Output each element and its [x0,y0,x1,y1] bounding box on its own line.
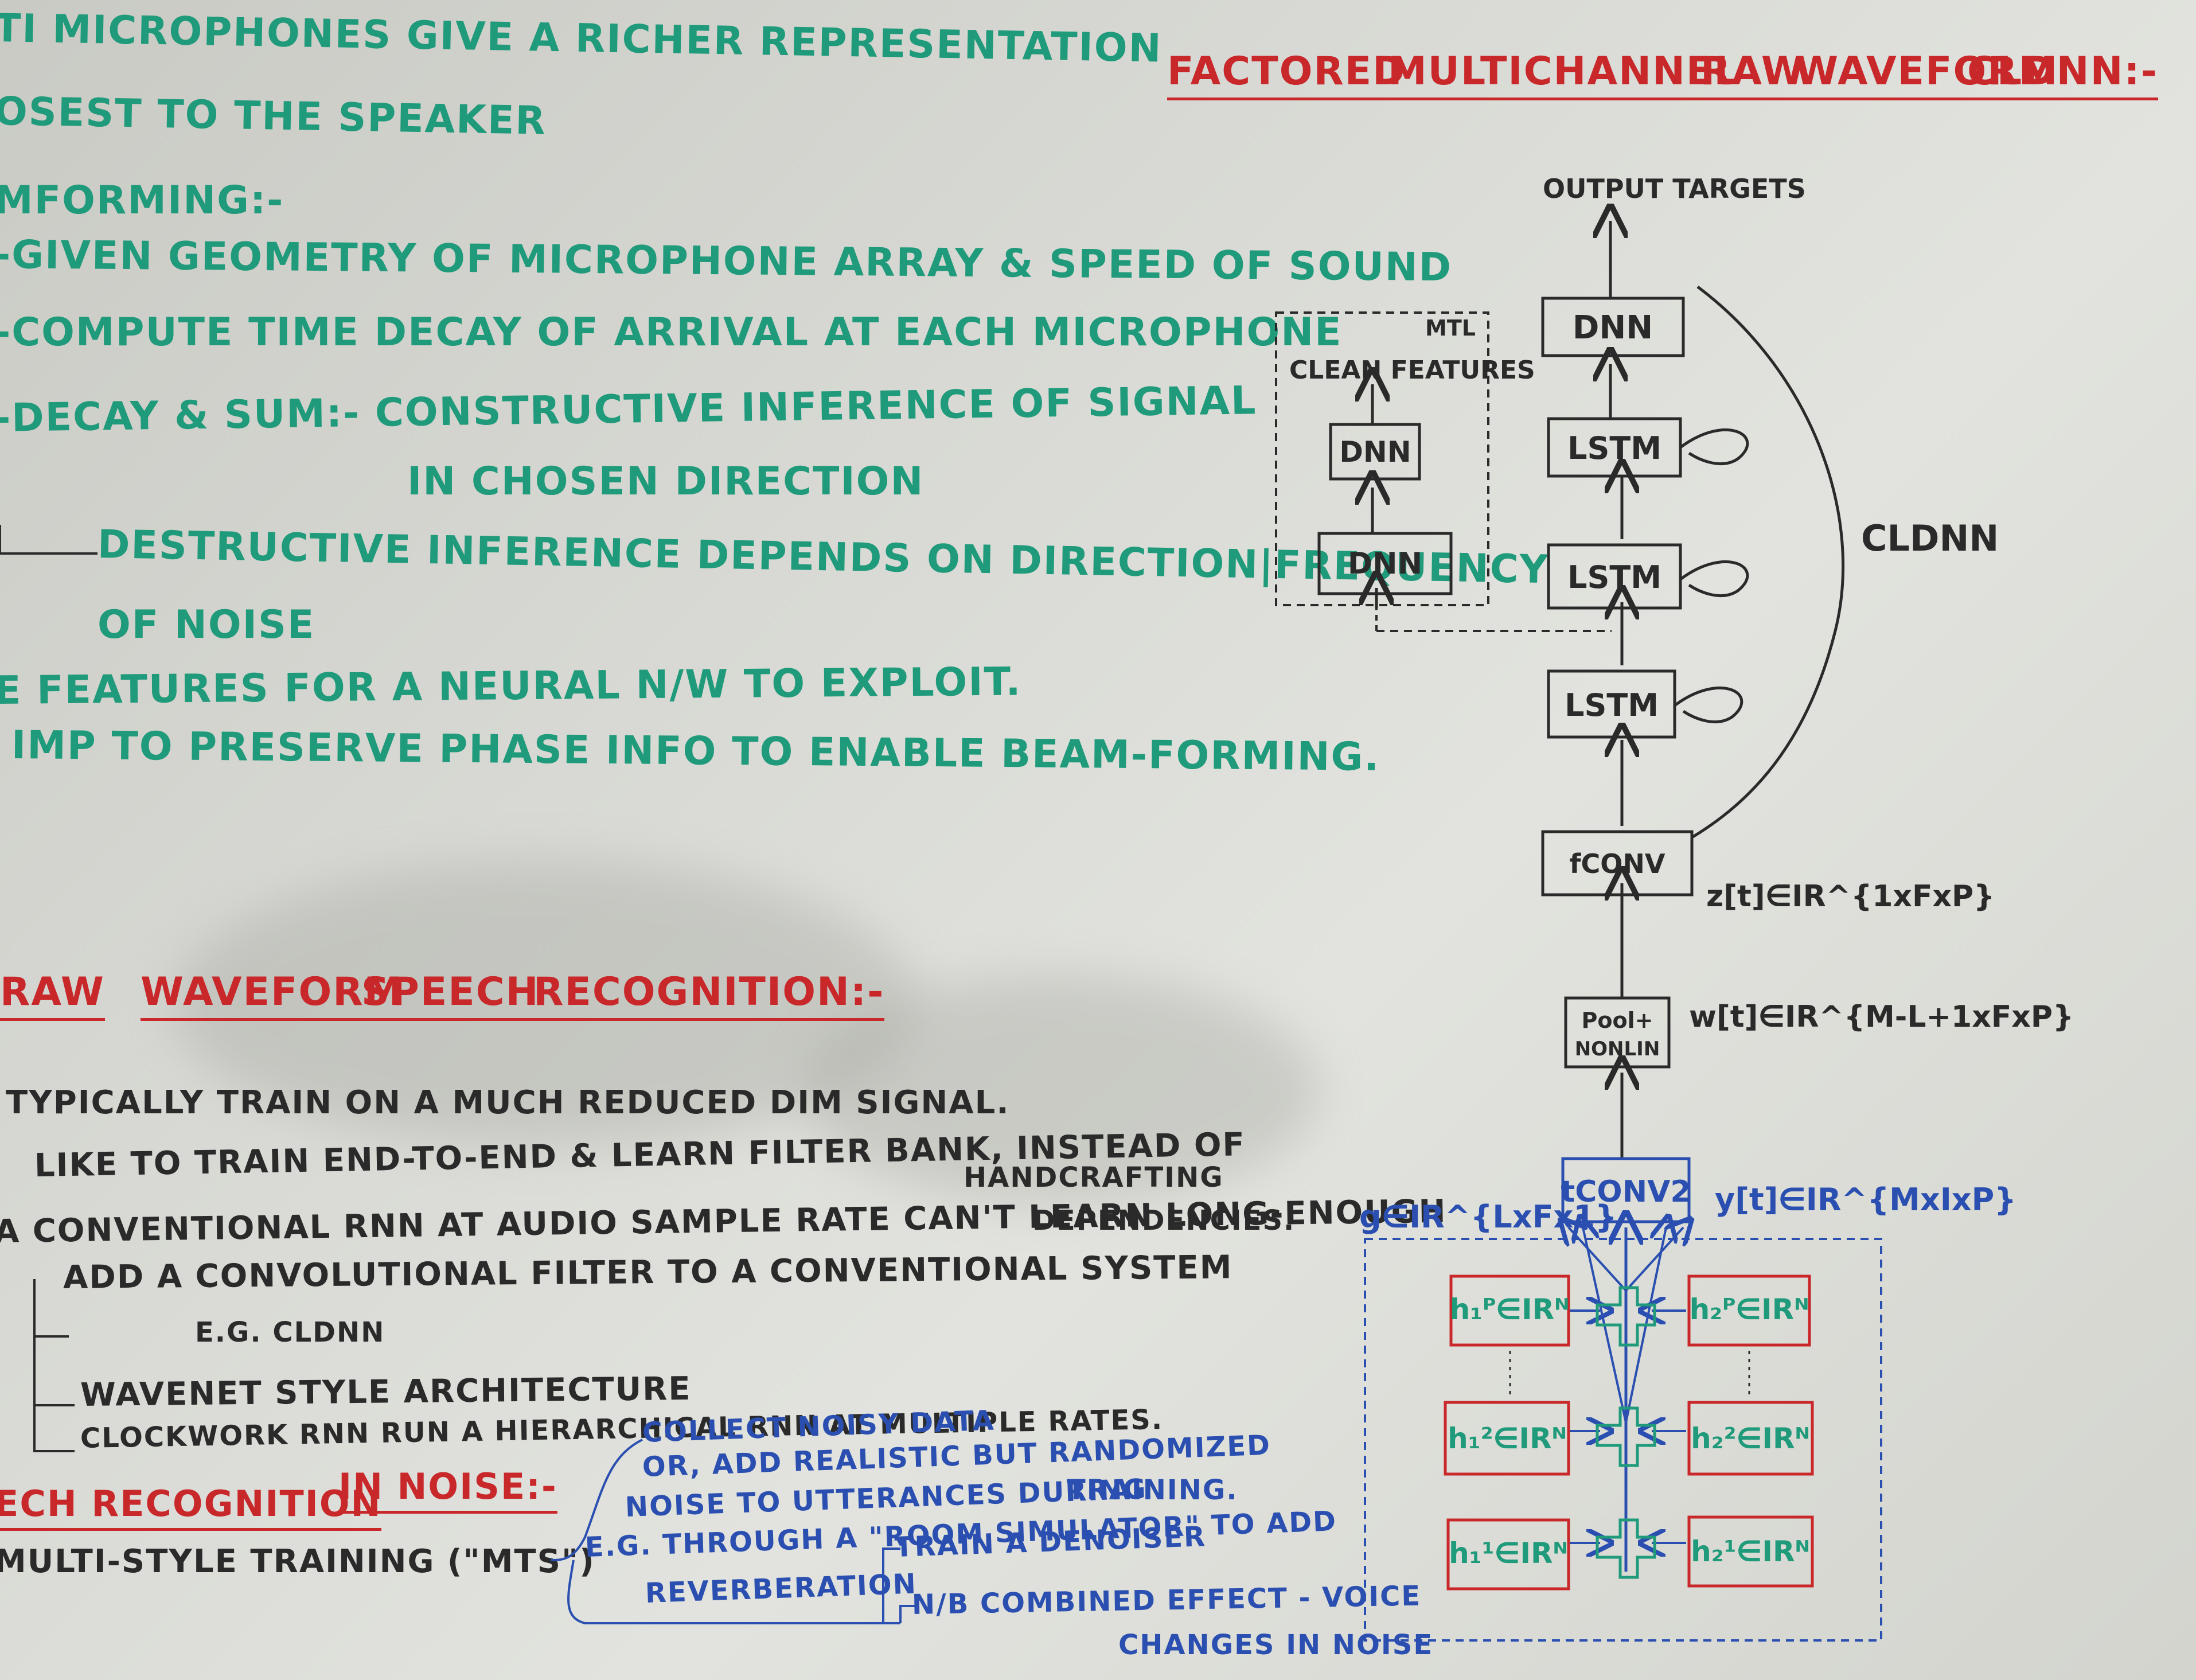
note-line: Typically train on a much reduced dim si… [6,1084,1010,1121]
note-line: e.g. CLDNN [195,1316,385,1348]
mtl-dnn-label: DNN [1339,435,1411,469]
cldnn-brace [1691,286,1845,839]
diagram-title-word: Raw [1700,49,1805,100]
dnn-label: DNN [1573,309,1653,346]
smudge [803,975,1319,1205]
tree-connector [33,1336,75,1406]
note-line: mforming:- [0,178,284,223]
note-line: dependencies. [1032,1205,1296,1237]
note-line: Multi-style training ("MTS") [0,1543,595,1580]
note-line: -compute time decay of arrival at each m… [0,310,1343,355]
loop-arrow [1679,560,1749,598]
filter-label: h₁¹∈IRᴺ [1449,1537,1568,1570]
cldnn-label: CLDNN [1861,517,1999,559]
clean-features-label: Clean features [1289,356,1535,385]
mtl-dnn-box-bottom [1317,532,1453,595]
filter-label: h₂²∈IRᴺ [1691,1422,1810,1455]
diagram-title-word: Waveform [1795,49,2059,100]
lstm-label: LSTM [1567,430,1661,466]
filter-box-h2p [1687,1274,1811,1347]
tconv-label: tCONV2 [1561,1175,1691,1209]
lstm-label: LSTM [1567,559,1661,595]
y-label: y[t]∈IR^{MxIxP} [1715,1182,2016,1218]
note-line: in chosen direction [407,459,925,504]
note-line: changes in noise [1118,1629,1434,1661]
filter-box-h11 [1446,1518,1570,1591]
diagram-title-word: Factored [1167,49,1406,100]
arrow [1569,1227,1627,1292]
heading-word: Waveform [141,969,404,1021]
smudge [172,860,918,1147]
pool-label: Pool+ [1582,1008,1653,1033]
fconv-label: fCONV [1570,848,1665,879]
tree-connector [33,1279,69,1338]
heading-word: in Noise:- [338,1465,557,1514]
note-line: training. [1067,1474,1238,1506]
filter-box-h12 [1444,1401,1570,1476]
plus-icon [1596,1286,1656,1347]
noise-brace [882,1548,900,1623]
filter-label: h₁²∈IRᴺ [1448,1422,1567,1455]
plus-icon [1596,1518,1656,1579]
lstm-label: LSTM [1565,687,1659,723]
w-label: w[t]∈IR^{M-L+1xFxP} [1689,1000,2074,1034]
filter-dashed-box [1364,1238,1882,1642]
pool-box [1564,996,1671,1069]
loop-arrow [1674,686,1743,724]
plus-icon [1596,1406,1656,1467]
lstm-box-2 [1547,543,1682,610]
mtl-dnn-label: DNN [1348,547,1422,581]
fconv-box [1541,830,1694,896]
heading-word: ech Recognition [0,1483,382,1531]
tree-connector [0,525,97,555]
heading-word: Recognition:- [533,969,885,1021]
diagram-title-word: CLDNN:- [1967,49,2158,100]
g-label: g∈IR^{LxFx1} [1359,1199,1617,1235]
mtl-dashed-box [1275,311,1489,606]
z-label: z[t]∈IR^{1xFxP} [1706,879,1995,914]
note-line: handcrafting [964,1161,1224,1194]
noise-brace [550,1439,643,1561]
heading-word: Raw [0,969,105,1021]
filter-box-h22 [1687,1401,1814,1476]
noise-brace [567,1560,900,1624]
mtl-dnn-box-top [1329,423,1421,481]
filter-label: h₁ᴾ∈IRᴺ [1450,1293,1570,1326]
pool-label: NONLIN [1575,1038,1660,1061]
tree-connector [33,1405,75,1452]
loop-arrow [1679,428,1749,466]
noise-brace [899,1605,918,1623]
filter-box-h1p [1449,1274,1570,1347]
filter-label: h₂¹∈IRᴺ [1691,1535,1810,1568]
filter-box-h21 [1687,1515,1814,1588]
note-line: of noise [97,602,315,648]
mtl-label: MTL [1425,315,1476,341]
output-targets-label: Output targets [1543,173,1806,204]
filter-label: h₂ᴾ∈IRᴺ [1690,1293,1809,1326]
heading-word: Speech [361,969,540,1021]
diagram-title-word: Multichannel [1388,49,1740,100]
dnn-box [1541,297,1685,357]
